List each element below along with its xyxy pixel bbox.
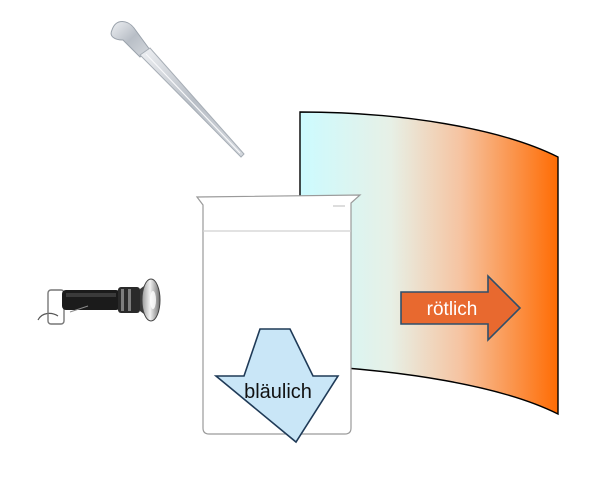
flashlight-icon	[37, 278, 161, 325]
projection-screen	[299, 111, 559, 416]
red-arrow-label: rötlich	[427, 299, 478, 320]
blue-arrow-label: bläulich	[244, 381, 312, 403]
red-arrow: rötlich	[400, 274, 522, 342]
pipette-icon	[110, 21, 245, 158]
blue-arrow: bläulich	[213, 328, 340, 444]
beaker-icon	[195, 194, 362, 435]
